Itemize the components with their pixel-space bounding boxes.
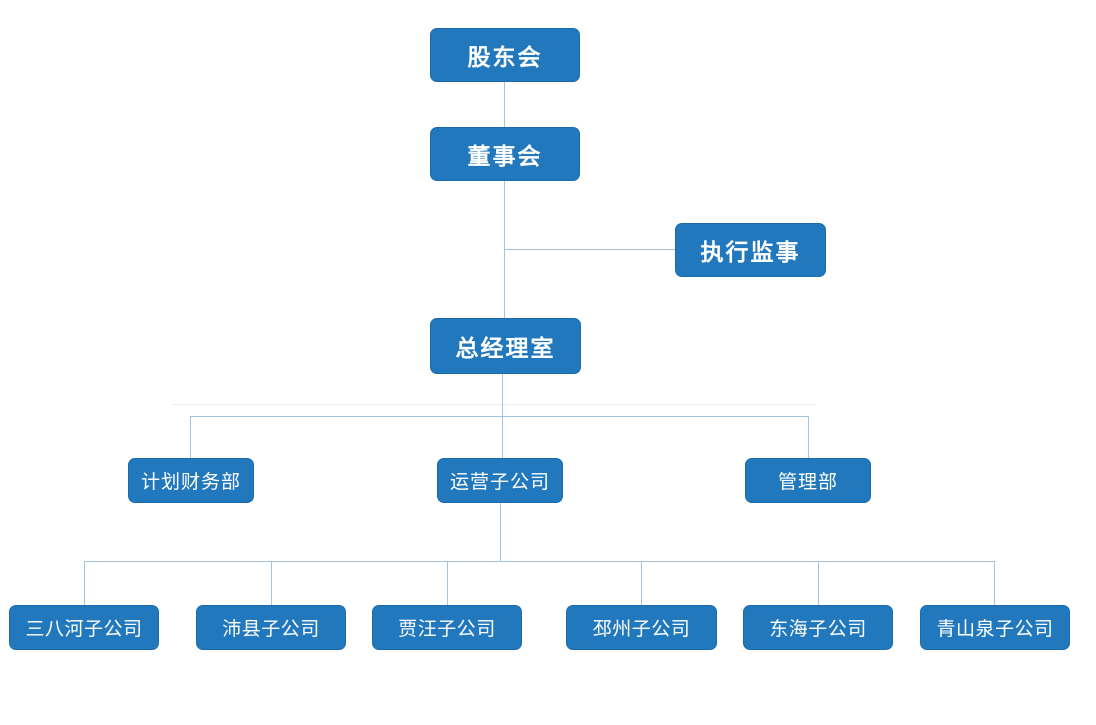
org-node-label-donghai-subsidiary: 东海子公司 <box>769 619 867 640</box>
connector-drop-pizhou-line <box>641 561 642 605</box>
org-node-jiawang-subsidiary: 贾汪子公司 <box>372 605 522 650</box>
connector-ghost-artifact-line <box>172 404 816 405</box>
org-node-board-of-directors: 董事会 <box>430 127 580 181</box>
org-node-planning-finance-dept: 计划财务部 <box>128 458 254 503</box>
org-node-label-peixian-subsidiary: 沛县子公司 <box>222 619 320 640</box>
org-node-label-qingshanquan-subsidiary: 青山泉子公司 <box>936 619 1054 640</box>
connector-drop-sanbahe-line <box>84 561 85 605</box>
org-node-donghai-subsidiary: 东海子公司 <box>743 605 893 650</box>
org-node-label-general-manager-office: 总经理室 <box>455 335 556 361</box>
org-node-management-dept: 管理部 <box>745 458 871 503</box>
org-node-label-management-dept: 管理部 <box>777 472 838 493</box>
org-node-peixian-subsidiary: 沛县子公司 <box>196 605 346 650</box>
connector-branch-supervisor-line <box>504 249 675 250</box>
org-node-executive-supervisor: 执行监事 <box>675 223 826 277</box>
connector-level5-horizontal-line <box>84 561 995 562</box>
connector-drop-jiawang-line <box>447 561 448 605</box>
org-node-sanbahe-subsidiary: 三八河子公司 <box>9 605 159 650</box>
org-node-label-planning-finance-dept: 计划财务部 <box>140 472 241 493</box>
org-node-label-board-of-directors: 董事会 <box>467 143 543 169</box>
connector-drop-planning-finance-line <box>190 416 191 458</box>
connector-operations-down-line <box>500 503 501 561</box>
org-node-qingshanquan-subsidiary: 青山泉子公司 <box>920 605 1070 650</box>
org-node-label-executive-supervisor: 执行监事 <box>700 239 801 265</box>
connector-level4-horizontal-line <box>190 416 808 417</box>
org-node-pizhou-subsidiary: 邳州子公司 <box>566 605 717 650</box>
connector-shareholders-to-board-line <box>504 82 505 127</box>
org-node-label-pizhou-subsidiary: 邳州子公司 <box>592 619 691 640</box>
connector-drop-donghai-line <box>818 561 819 605</box>
org-node-operations-subsidiary: 运营子公司 <box>437 458 563 503</box>
connector-drop-management-line <box>808 416 809 458</box>
org-node-label-shareholders-meeting: 股东会 <box>467 44 543 70</box>
org-node-label-operations-subsidiary: 运营子公司 <box>449 472 550 493</box>
connector-drop-peixian-line <box>271 561 272 605</box>
org-node-label-sanbahe-subsidiary: 三八河子公司 <box>25 619 143 640</box>
org-node-shareholders-meeting: 股东会 <box>430 28 580 82</box>
org-node-general-manager-office: 总经理室 <box>430 318 581 374</box>
org-node-label-jiawang-subsidiary: 贾汪子公司 <box>398 619 496 640</box>
connector-drop-qingshanquan-line <box>994 561 995 605</box>
